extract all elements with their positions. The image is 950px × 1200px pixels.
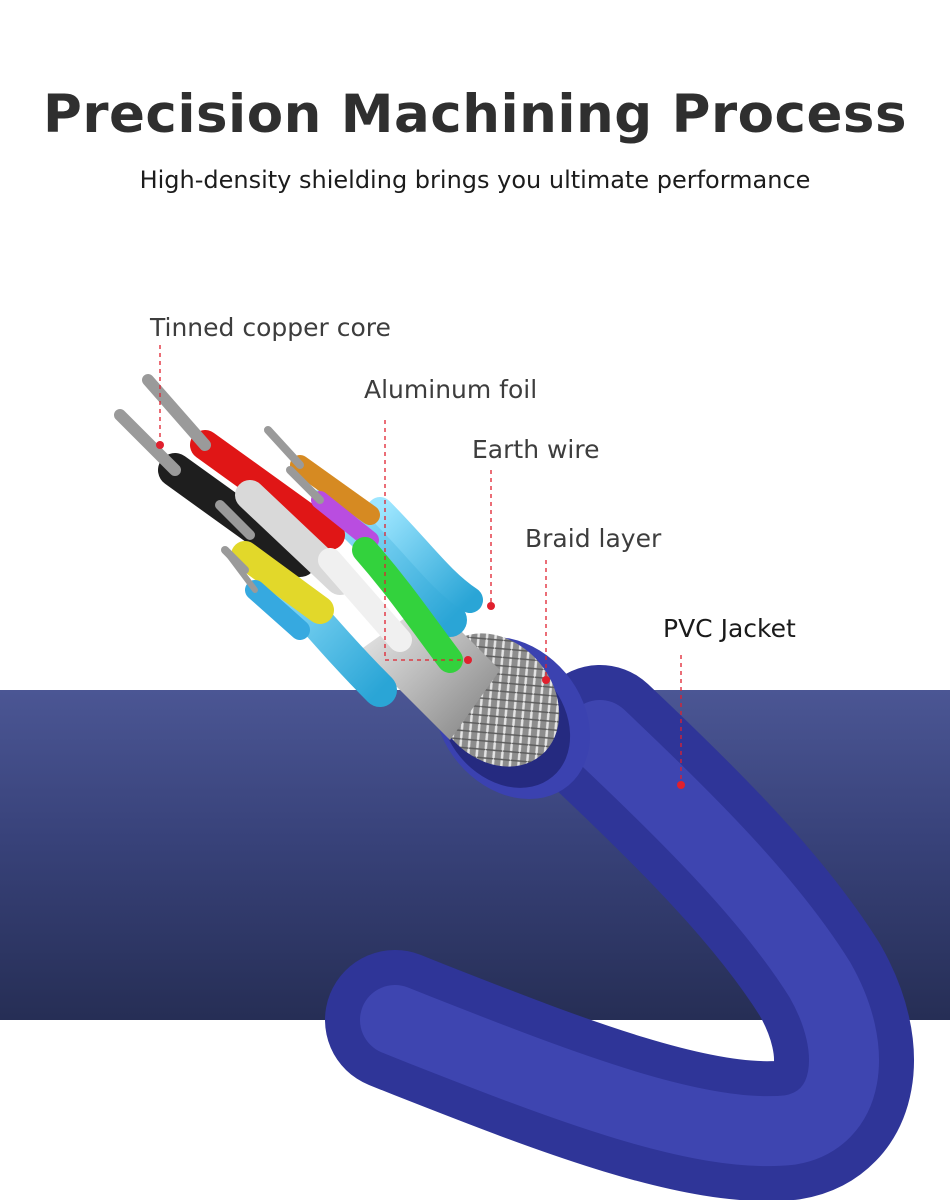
page-title: Precision Machining Process <box>42 84 907 145</box>
callout-dots <box>156 441 685 789</box>
label-pvc-jacket: PVC Jacket <box>663 614 796 643</box>
page-subtitle: High-density shielding brings you ultima… <box>139 166 811 194</box>
leader-aluminum-foil <box>384 420 468 661</box>
leader-lines <box>159 345 682 785</box>
tinned-copper-strands <box>114 374 324 593</box>
label-braid-layer: Braid layer <box>525 524 662 553</box>
label-tinned-copper-core: Tinned copper core <box>150 313 391 342</box>
label-earth-wire: Earth wire <box>472 435 600 464</box>
label-aluminum-foil: Aluminum foil <box>364 375 538 404</box>
wire-cores <box>158 430 463 673</box>
